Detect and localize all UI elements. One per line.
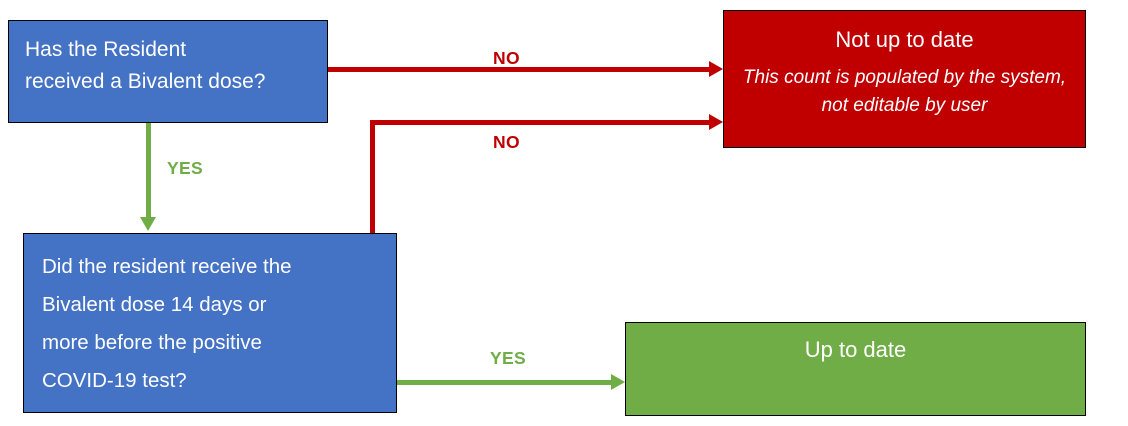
decision-box-has-bivalent-dose-line-2: received a Bivalent dose? [25, 70, 266, 93]
edge-has-bivalent-no-arrowhead [709, 61, 723, 77]
edge-fourteen-days-no-riser [370, 120, 375, 235]
decision-box-fourteen-days-line-2: Bivalent dose 14 days or [42, 293, 267, 316]
outcome-box-not-up-to-date-note: This count is populated by the system, n… [742, 67, 1067, 116]
edge-has-bivalent-yes-line [146, 123, 151, 218]
edge-fourteen-days-no-line [370, 120, 710, 125]
edge-fourteen-days-yes-line [397, 380, 613, 385]
outcome-box-up-to-date[interactable]: Up to date [625, 322, 1086, 416]
edge-has-bivalent-yes-arrowhead [140, 217, 156, 231]
edge-fourteen-days-yes-arrowhead [611, 374, 625, 390]
edge-label-fourteen-days-yes: YES [490, 348, 526, 368]
decision-box-has-bivalent-dose-line-1: Has the Resident [25, 38, 187, 61]
outcome-box-up-to-date-title: Up to date [804, 337, 907, 362]
decision-box-fourteen-days[interactable]: Did the resident receive the Bivalent do… [23, 233, 397, 413]
edge-has-bivalent-no-line [328, 67, 710, 72]
decision-box-fourteen-days-line-1: Did the resident receive the [42, 255, 292, 278]
edge-label-has-bivalent-yes: YES [167, 158, 203, 178]
edge-label-fourteen-days-no: NO [493, 132, 520, 152]
decision-box-fourteen-days-line-4: COVID-19 test? [42, 369, 187, 392]
edge-label-has-bivalent-no: NO [493, 48, 520, 68]
outcome-box-not-up-to-date[interactable]: Not up to date This count is populated b… [723, 10, 1086, 148]
decision-box-has-bivalent-dose[interactable]: Has the Resident received a Bivalent dos… [8, 20, 328, 123]
outcome-box-not-up-to-date-title: Not up to date [835, 27, 974, 52]
decision-box-fourteen-days-line-3: more before the positive [42, 331, 262, 354]
edge-fourteen-days-no-arrowhead [709, 114, 723, 130]
